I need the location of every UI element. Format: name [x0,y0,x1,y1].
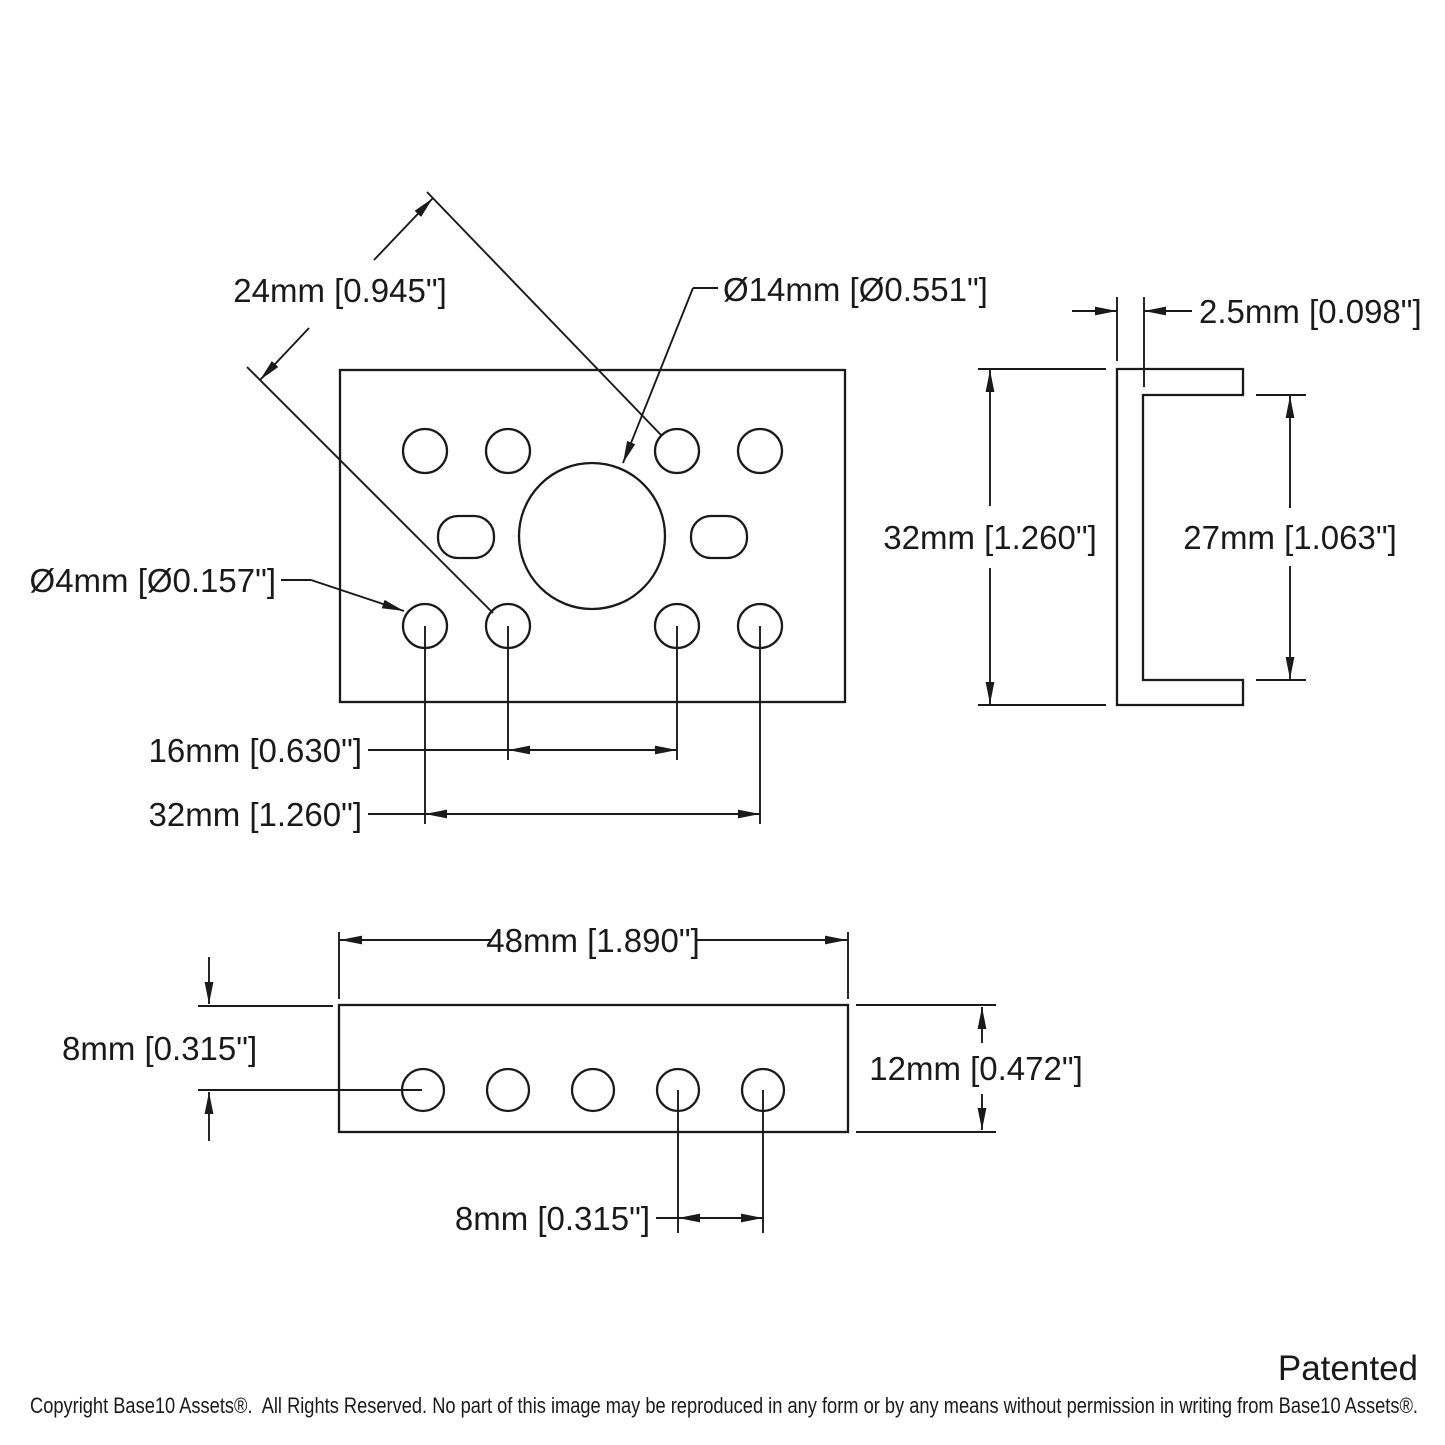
dim-inner-height-27mm: 27mm [1.063"] [1183,394,1397,681]
front-view: 24mm [0.945"] Ø14mm [Ø0.551"] Ø4mm [Ø0.1… [30,191,988,833]
slot [436,514,496,560]
dim-outer-height-32mm: 32mm [1.260"] [883,368,1106,706]
dim-label-height: 12mm [0.472"] [869,1050,1083,1087]
dim-length-48mm: 48mm [1.890"] [338,922,849,999]
dim-label-pitch-outer: 32mm [1.260"] [149,796,363,833]
dim-diagonal-24mm: 24mm [0.945"] [233,191,662,614]
dim-label-outer-height: 32mm [1.260"] [883,519,1097,556]
extension-line [426,191,662,436]
dim-label-wall: 2.5mm [0.098"] [1199,293,1422,330]
leader-center-bore: Ø14mm [Ø0.551"] [622,271,988,464]
dim-label-pitch-inner: 16mm [0.630"] [149,732,363,769]
leader-line [310,579,405,612]
bolt-hole [401,427,449,475]
bottom-view: 48mm [1.890"] 8mm [0.315"] 12mm [0.472"]… [62,922,1083,1237]
copyright-text: Copyright Base10 Assets®. All Rights Res… [30,1393,1418,1418]
dimension-line [259,327,310,381]
dim-label-inner-height: 27mm [1.063"] [1183,519,1397,556]
dimension-line [373,197,434,261]
dim-label-small-holes: Ø4mm [Ø0.157"] [30,562,276,599]
bolt-hole [736,427,784,475]
center-bore [517,461,667,611]
extension-line [246,366,494,614]
dim-label-diagonal: 24mm [0.945"] [233,272,447,309]
channel-profile [1115,367,1245,707]
slot [689,514,749,560]
dim-wall-2p5mm: 2.5mm [0.098"] [1072,293,1422,387]
dim-height-12mm: 12mm [0.472"] [856,1004,1083,1133]
channel-edge-outline [337,1003,850,1134]
bolt-hole [485,1067,531,1113]
dim-label-length: 48mm [1.890"] [486,922,700,959]
footer: Patented Copyright Base10 Assets®. All R… [30,1349,1418,1418]
dim-edge-to-hole-8mm: 8mm [0.315"] [62,957,422,1141]
leader-small-hole: Ø4mm [Ø0.157"] [30,562,405,612]
side-view: 2.5mm [0.098"] 32mm [1.260"] 27mm [1.063… [883,293,1422,707]
dim-label-edge-to-hole: 8mm [0.315"] [62,1030,257,1067]
patent-label: Patented [1278,1349,1418,1388]
bolt-hole [653,427,701,475]
dim-label-hole-pitch: 8mm [0.315"] [455,1200,650,1237]
dim-hole-pitch-32mm: 32mm [1.260"] [149,626,761,833]
leader-line [622,287,694,464]
plate-outline [338,368,847,704]
bolt-hole [570,1067,616,1113]
dim-label-center-bore: Ø14mm [Ø0.551"] [723,271,988,308]
dim-hole-pitch-8mm: 8mm [0.315"] [455,1090,764,1237]
dim-hole-pitch-16mm: 16mm [0.630"] [149,626,678,769]
bolt-hole [484,427,532,475]
